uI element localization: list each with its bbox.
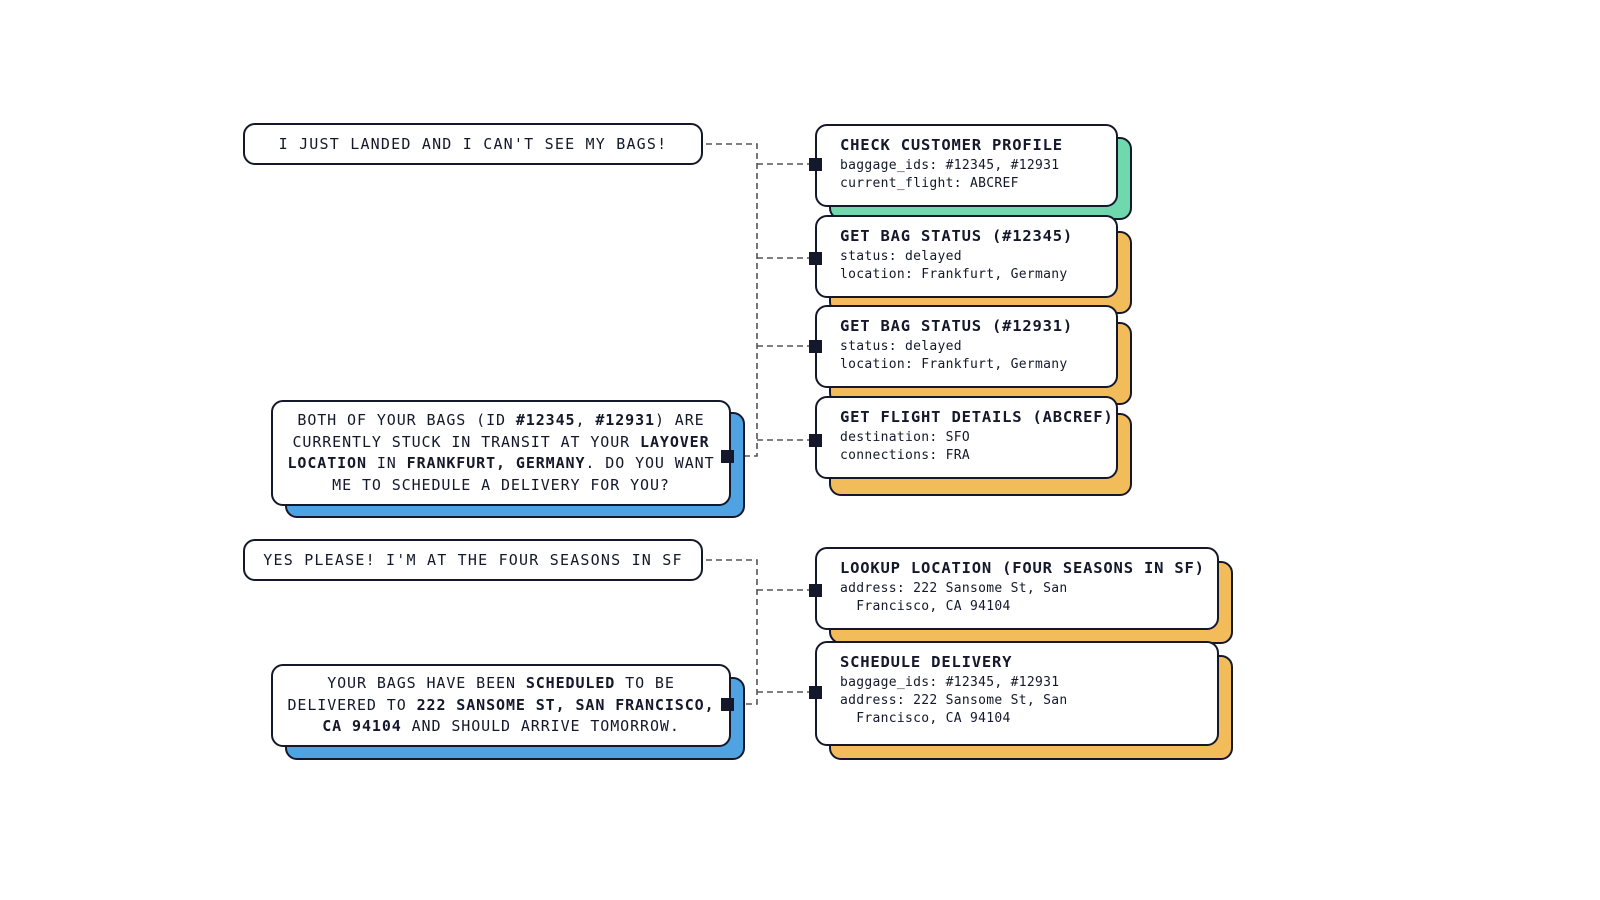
tool-card-title: GET FLIGHT DETAILS (ABCREF)	[840, 408, 1114, 426]
message-text-segment: ,	[575, 411, 596, 429]
agent-message-1: BOTH OF YOUR BAGS (ID #12345, #12931) AR…	[271, 400, 731, 506]
tool-card-detail: Francisco, CA 94104	[840, 711, 1011, 726]
message-text-segment: AND SHOULD ARRIVE TOMORROW.	[401, 717, 680, 736]
tool-card-detail: connections: FRA	[840, 448, 971, 463]
emphasis-text: SCHEDULED	[525, 674, 616, 693]
message-text-segment: ) ARE CURRENTLY STUCK IN TRANSIT AT YOUR	[292, 411, 705, 451]
tool-card-6-node	[809, 686, 822, 699]
emphasis-text: LAYOVER LOCATION	[287, 432, 710, 473]
tool-card-detail: destination: SFO	[840, 430, 971, 445]
tool-card-3-node	[809, 340, 822, 353]
message-text-segment: TO BE DELIVERED TO	[287, 674, 675, 714]
tool-card-detail: baggage_ids: #12345, #12931	[840, 158, 1060, 173]
tool-card-get-bag-status-12931: GET BAG STATUS (#12931) status: delayed …	[815, 305, 1118, 388]
tool-card-detail: status: delayed	[840, 339, 962, 354]
agent-message-1-node	[721, 450, 734, 463]
tool-card-detail: baggage_ids: #12345, #12931	[840, 675, 1060, 690]
message-text-segment: IN	[366, 454, 407, 472]
agent-message-2-text: YOUR BAGS HAVE BEEN SCHEDULED TO BE DELI…	[285, 673, 717, 738]
tool-card-title: LOOKUP LOCATION (FOUR SEASONS IN SF)	[840, 559, 1205, 577]
tool-card-get-bag-status-12345: GET BAG STATUS (#12345) status: delayed …	[815, 215, 1118, 298]
emphasis-text: #12931	[595, 411, 655, 429]
tool-card-detail: Francisco, CA 94104	[840, 599, 1011, 614]
user-message-1: I JUST LANDED AND I CAN'T SEE MY BAGS!	[243, 123, 703, 165]
user-message-1-text: I JUST LANDED AND I CAN'T SEE MY BAGS!	[278, 135, 668, 153]
agent-message-2: YOUR BAGS HAVE BEEN SCHEDULED TO BE DELI…	[271, 664, 731, 747]
emphasis-text: #12345	[515, 411, 576, 429]
tool-card-2-node	[809, 252, 822, 265]
tool-card-check-customer-profile: CHECK CUSTOMER PROFILE baggage_ids: #123…	[815, 124, 1118, 207]
tool-card-detail: location: Frankfurt, Germany	[840, 357, 1068, 372]
tool-card-get-flight-details: GET FLIGHT DETAILS (ABCREF) destination:…	[815, 396, 1118, 479]
tool-card-title: SCHEDULE DELIVERY	[840, 653, 1013, 671]
tool-card-detail: status: delayed	[840, 249, 962, 264]
tool-card-lookup-location: LOOKUP LOCATION (FOUR SEASONS IN SF) add…	[815, 547, 1219, 630]
tool-card-1-node	[809, 158, 822, 171]
user-message-2: YES PLEASE! I'M AT THE FOUR SEASONS IN S…	[243, 539, 703, 581]
user-message-2-text: YES PLEASE! I'M AT THE FOUR SEASONS IN S…	[263, 551, 683, 569]
emphasis-text: FRANKFURT, GERMANY	[406, 454, 586, 472]
tool-card-detail: location: Frankfurt, Germany	[840, 267, 1068, 282]
agent-message-2-node	[721, 698, 734, 711]
agent-message-1-text: BOTH OF YOUR BAGS (ID #12345, #12931) AR…	[285, 410, 717, 496]
message-text-segment: BOTH OF YOUR BAGS (ID	[297, 411, 516, 429]
tool-card-5-node	[809, 584, 822, 597]
tool-card-title: CHECK CUSTOMER PROFILE	[840, 136, 1063, 154]
tool-card-schedule-delivery: SCHEDULE DELIVERY baggage_ids: #12345, #…	[815, 641, 1219, 746]
tool-card-detail: address: 222 Sansome St, San	[840, 581, 1068, 596]
tool-card-4-node	[809, 434, 822, 447]
message-text-segment: YOUR BAGS HAVE BEEN	[327, 674, 526, 693]
tool-card-title: GET BAG STATUS (#12345)	[840, 227, 1074, 245]
tool-card-detail: current_flight: ABCREF	[840, 176, 1019, 191]
tool-card-title: GET BAG STATUS (#12931)	[840, 317, 1074, 335]
tool-card-detail: address: 222 Sansome St, San	[840, 693, 1068, 708]
message-text-segment: . DO YOU WANT ME TO SCHEDULE A DELIVERY …	[332, 454, 715, 494]
emphasis-text: 222 SANSOME ST, SAN FRANCISCO, CA 94104	[322, 695, 715, 736]
